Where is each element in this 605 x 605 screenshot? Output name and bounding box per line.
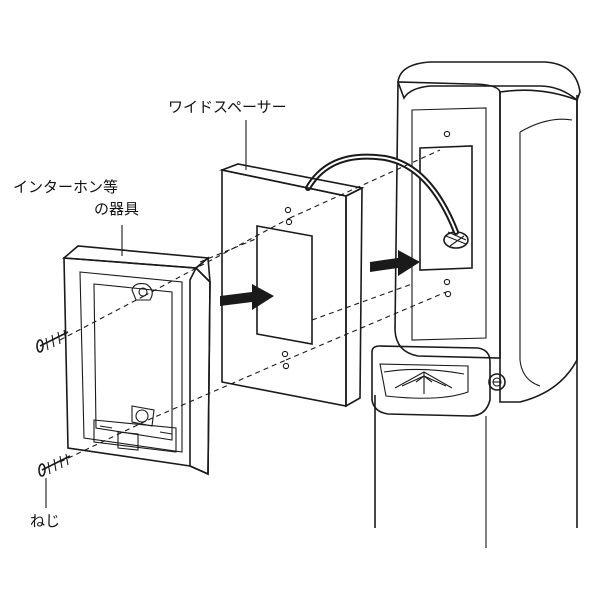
cable	[305, 153, 459, 235]
insert-arrow-spacer	[220, 284, 274, 310]
insert-arrow-post	[370, 250, 420, 276]
wide-spacer	[219, 163, 365, 408]
intercom-frame	[62, 225, 211, 476]
intercom-label-line1: インターホン等	[13, 178, 119, 196]
screw-top	[36, 329, 69, 353]
screw-label: ねじ	[30, 512, 61, 530]
screw-bottom	[38, 453, 71, 508]
post-housing	[371, 61, 581, 548]
intercom-label-line2: の器具	[94, 200, 140, 218]
spacer-label: ワイドスペーサー	[168, 98, 287, 116]
